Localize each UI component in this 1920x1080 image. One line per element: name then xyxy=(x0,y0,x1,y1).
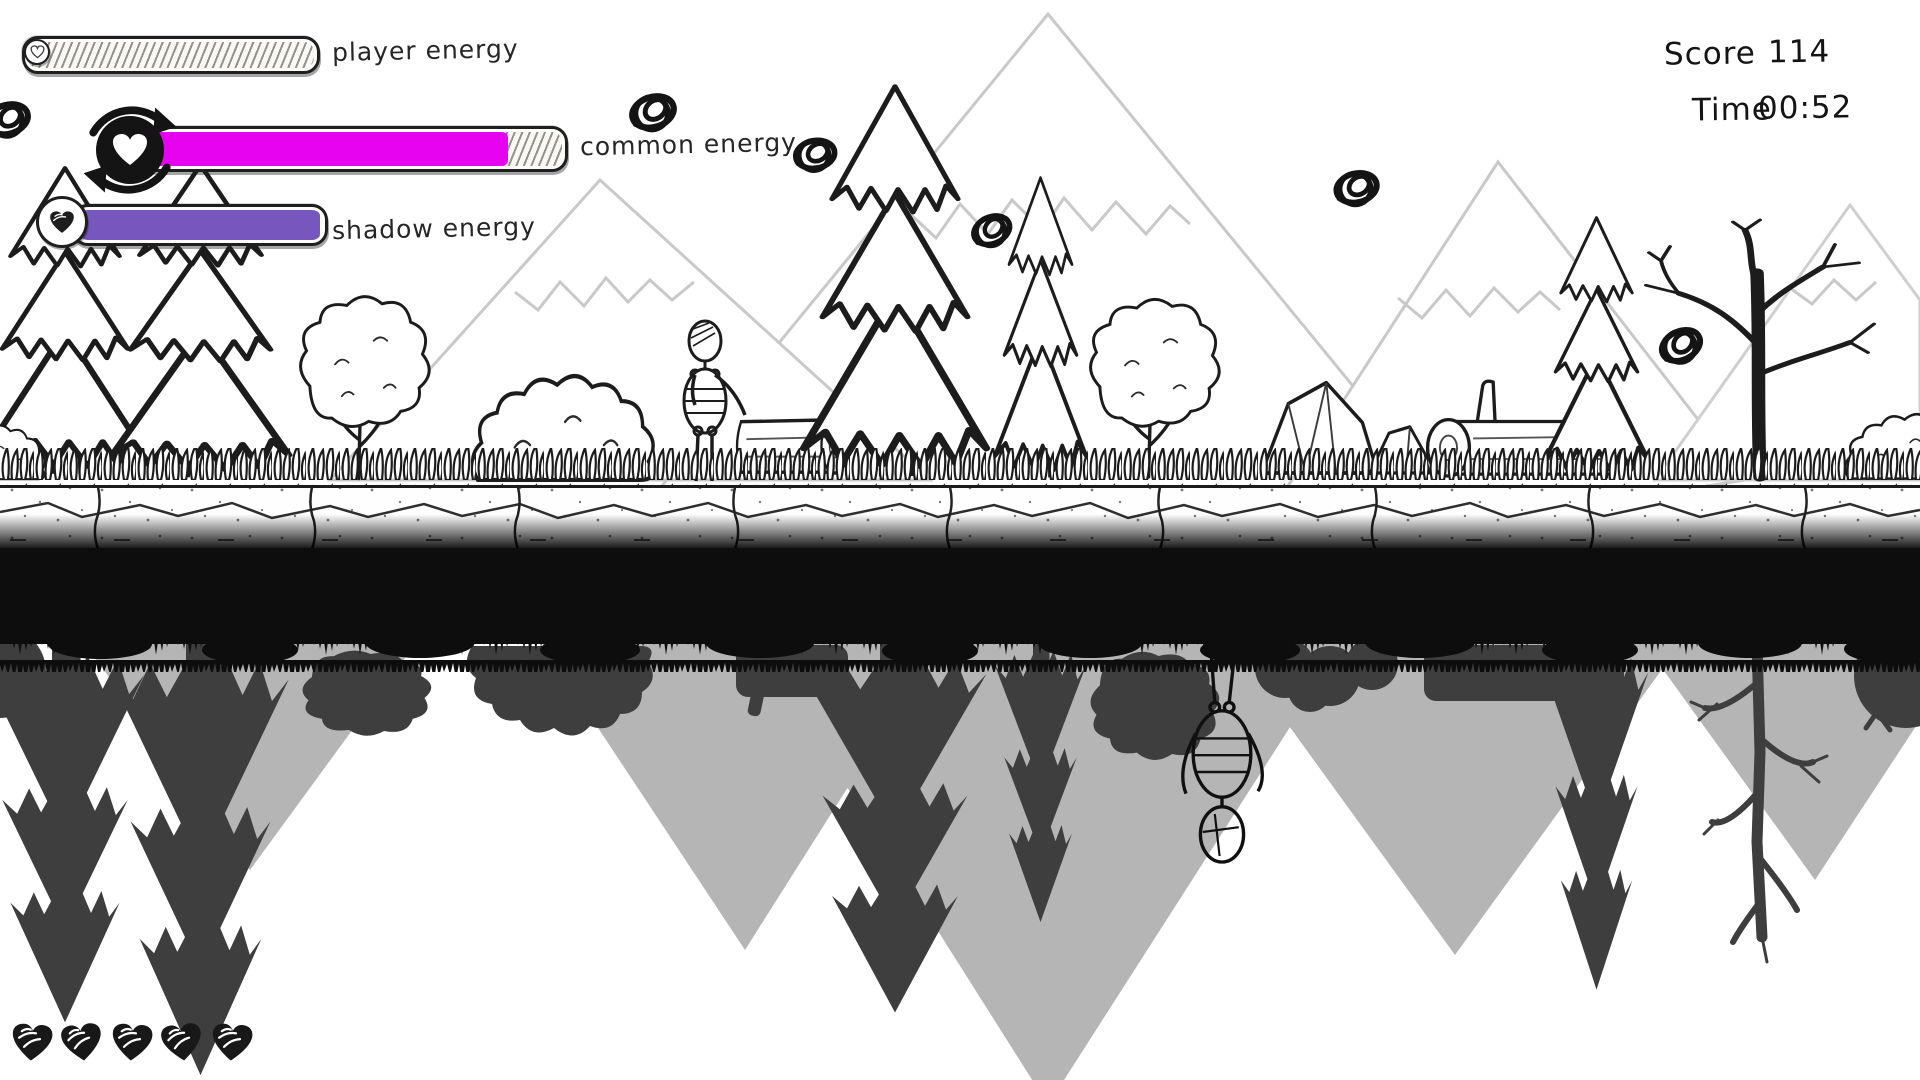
shadow-energy-fill xyxy=(78,210,320,240)
heart-icon xyxy=(9,1021,56,1066)
reflection-canopy xyxy=(0,548,1920,672)
common-energy-label: common energy xyxy=(579,127,798,162)
heart-icon xyxy=(209,1021,256,1066)
score-label: Score xyxy=(1663,35,1757,73)
ground xyxy=(0,448,1920,552)
lives-hearts xyxy=(10,1022,254,1064)
player-energy-bar xyxy=(22,36,320,74)
common-energy-track xyxy=(146,132,562,166)
shadow-energy-label: shadow energy xyxy=(331,211,537,246)
heart-icon xyxy=(96,116,164,184)
scribble-orb xyxy=(790,132,841,177)
time-value: 00:52 xyxy=(1757,89,1853,127)
scribble-orb xyxy=(0,99,32,140)
scribble-orb xyxy=(628,91,678,134)
heart-outline-icon xyxy=(24,39,50,65)
score-value: 114 xyxy=(1767,33,1831,71)
heart-icon xyxy=(109,1021,156,1066)
shadow-player-reflection xyxy=(1181,637,1264,864)
heart-icon xyxy=(58,1019,107,1066)
scribble-orb xyxy=(1331,166,1381,210)
player-energy-track xyxy=(28,42,314,68)
shadow-energy-bar xyxy=(72,204,328,246)
player-energy-label: player energy xyxy=(331,34,519,67)
common-energy-fill xyxy=(146,132,508,166)
scribble-orb xyxy=(1655,323,1707,370)
heart-scribble-icon xyxy=(36,196,88,248)
common-energy-bar xyxy=(140,126,568,172)
heart-cycle-icon xyxy=(72,92,188,208)
shadow-energy-track xyxy=(78,210,322,240)
heart-icon xyxy=(158,1019,207,1066)
